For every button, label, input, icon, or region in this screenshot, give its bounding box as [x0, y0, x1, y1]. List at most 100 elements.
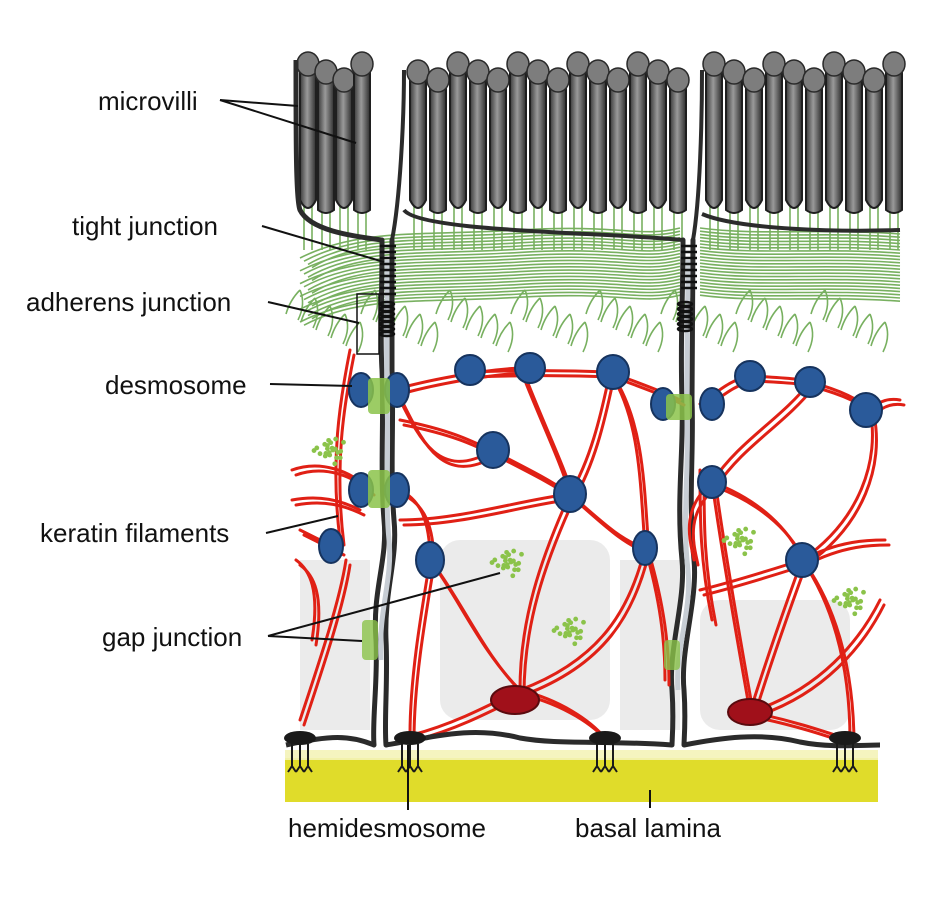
- actin-bundle: [699, 281, 901, 290]
- vesicle-dot: [861, 589, 866, 595]
- label-hemidesmosome: hemidesmosome: [288, 813, 486, 843]
- actin-strand: [495, 321, 514, 353]
- microvillus: [449, 66, 467, 209]
- keratin-filament: [518, 366, 572, 496]
- desmosome-plaque: [514, 352, 546, 384]
- label-microvilli: microvilli: [98, 86, 198, 116]
- desmosome-plaque: [415, 541, 445, 579]
- microvillus-tip: [426, 67, 450, 93]
- actin-bundle: [299, 278, 681, 310]
- microvillus-tip: [486, 67, 510, 93]
- vesicle-dot: [569, 625, 575, 631]
- keratin-filament: [804, 413, 878, 567]
- actin-bundle: [699, 275, 901, 283]
- vesicle-dot: [831, 598, 837, 603]
- microvillus: [489, 82, 507, 209]
- desmosome-plaques: [318, 352, 883, 726]
- microvillus: [765, 66, 783, 214]
- microvillus-tip: [762, 51, 786, 77]
- vesicle-dot: [744, 545, 749, 551]
- vesicle-dot: [512, 567, 517, 573]
- vesicle-dot: [322, 441, 328, 447]
- actin-bundle: [699, 230, 901, 238]
- desmosome-plaque: [553, 475, 587, 513]
- microvillus: [589, 74, 607, 214]
- keratin-filament: [402, 403, 496, 468]
- label-gap-junction: gap junction: [102, 622, 243, 652]
- label-tight-junction: tight junction: [72, 211, 218, 241]
- vesicle-dot: [519, 551, 524, 557]
- actin-bundle: [699, 268, 901, 277]
- vesicle-dot: [337, 455, 343, 461]
- actin-strand: [840, 305, 859, 337]
- vesicle-dot: [511, 548, 517, 554]
- microvillus: [845, 74, 863, 214]
- vesicle-dot: [727, 541, 733, 547]
- actin-strand: [630, 313, 649, 345]
- keratin-filament: [522, 551, 651, 697]
- vesicle-dot: [853, 586, 859, 592]
- desmosome-plaque: [785, 542, 819, 578]
- pointer-lines: [219, 99, 651, 810]
- actin-strand: [645, 321, 664, 353]
- vesicle-dot: [846, 587, 852, 593]
- microvillus-tip: [666, 67, 690, 93]
- actin-bundle: [311, 275, 681, 307]
- microvillus: [549, 82, 567, 214]
- actin-bundle: [699, 265, 901, 274]
- vesicle-dot: [732, 531, 738, 537]
- actin-bundle: [699, 272, 901, 280]
- keratin-filament: [800, 408, 874, 562]
- actin-strand: [720, 321, 739, 353]
- desmosome-plaque: [849, 392, 883, 428]
- microvillus-tip: [332, 67, 356, 93]
- vesicle-dot: [495, 563, 501, 569]
- vesicle-dot: [748, 538, 754, 544]
- actin-bundle: [311, 249, 681, 282]
- basal-plaque: [727, 698, 773, 726]
- vesicle-dot: [326, 437, 332, 443]
- actin-bundle: [699, 233, 901, 242]
- actin-strand: [465, 305, 484, 337]
- desmosome-plaque: [699, 387, 725, 421]
- microvillus: [649, 74, 667, 209]
- actin-bundle: [699, 236, 901, 245]
- microvillus: [865, 82, 883, 209]
- microvillus-tip: [566, 51, 590, 77]
- keratin-filament: [804, 563, 856, 747]
- vesicle-dot: [743, 526, 749, 532]
- anchoring-filament: [832, 744, 842, 773]
- microvillus: [299, 66, 317, 209]
- vesicle-dot: [329, 445, 335, 451]
- keratin-filament: [710, 480, 752, 714]
- keratin-filament: [294, 501, 366, 517]
- microvillus-tip: [546, 67, 570, 93]
- microvillus: [335, 82, 353, 209]
- vesicle-dot: [572, 641, 578, 647]
- anchoring-filament: [840, 744, 850, 773]
- actin-strand: [705, 313, 724, 345]
- vesicle-dot: [500, 553, 506, 559]
- vesicle-dot: [751, 529, 756, 535]
- actin-strand: [870, 321, 889, 353]
- vesicle-dot: [735, 536, 740, 542]
- basal-lamina: [285, 758, 878, 802]
- actin-strand: [615, 305, 634, 337]
- vesicle-dot: [311, 448, 317, 453]
- anchoring-filament: [303, 744, 313, 773]
- actin-bundle: [699, 284, 901, 293]
- vesicle-dot: [505, 564, 511, 570]
- actin-strand: [330, 313, 349, 345]
- vesicle-dot: [747, 545, 753, 551]
- vesicle-dot: [581, 619, 586, 625]
- actin-bundle: [699, 249, 901, 258]
- microvillus: [705, 66, 723, 209]
- actin-strand: [555, 313, 574, 345]
- actin-bundle: [699, 246, 901, 254]
- keratin-filament: [568, 370, 612, 496]
- keratin-filament: [518, 492, 572, 692]
- actin-bundle: [311, 236, 681, 269]
- actin-bundle: [303, 281, 681, 314]
- keratin-filament: [612, 375, 651, 555]
- microvillus: [669, 82, 687, 214]
